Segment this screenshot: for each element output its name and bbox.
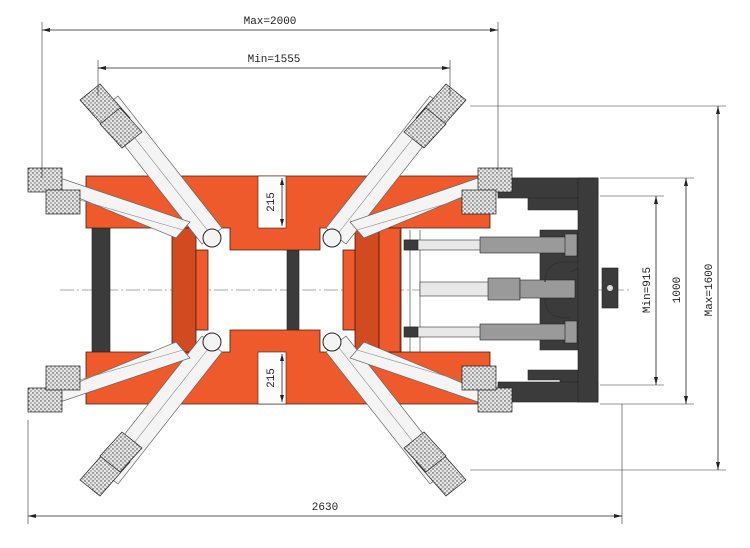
- center-valve: [487, 277, 521, 301]
- dim-max-width: Max=2000: [41, 16, 499, 178]
- top-cylinder: [479, 236, 576, 254]
- gap-bottom-label: 215: [266, 368, 278, 388]
- top-rod-mount: [403, 239, 419, 251]
- pad-far-bottom-right: [403, 431, 467, 497]
- pivot-top-right: [322, 228, 342, 248]
- right-inner-strip: [342, 249, 356, 331]
- left-inner-strip: [195, 249, 209, 331]
- left-base-leg: [91, 227, 111, 354]
- min-height-label: Min=915: [642, 267, 654, 313]
- top-cylinder-cap: [564, 233, 578, 257]
- pivot-bottom-left: [202, 332, 222, 352]
- hydraulic-assembly: [399, 230, 579, 352]
- bottom-cylinder: [479, 323, 576, 341]
- left-cross-member: [171, 227, 197, 353]
- dim-min-width: Min=1555: [97, 54, 451, 96]
- dim-max-height: Max=1600: [470, 105, 726, 471]
- pivot-bottom-right: [322, 332, 342, 352]
- dim-gap-top: 215: [266, 178, 284, 226]
- pad-side-bottom-right: [461, 365, 513, 413]
- right-outer-strip: [378, 227, 402, 353]
- gap-top-label: 215: [266, 192, 278, 212]
- bottom-cylinder-cap: [564, 320, 578, 344]
- right-cross-member: [354, 227, 380, 353]
- center-rod: [419, 281, 491, 297]
- max-width-label: Max=2000: [244, 16, 297, 28]
- pivot-top-left: [202, 228, 222, 248]
- min-width-label: Min=1555: [248, 54, 301, 66]
- center-cylinder: [519, 279, 576, 299]
- frame-right-bar: [577, 177, 599, 403]
- pad-side-bottom-left: [27, 365, 81, 413]
- frame-height-label: 1000: [672, 277, 684, 303]
- total-length-label: 2630: [312, 502, 338, 514]
- pad-side-top-right: [461, 167, 513, 215]
- max-height-label: Max=1600: [704, 264, 716, 317]
- dim-total-length: 2630: [27, 404, 623, 524]
- top-hose: [544, 261, 579, 283]
- bottom-rod-mount: [403, 326, 419, 338]
- handle-bolt: [607, 285, 613, 291]
- pad-far-bottom-left: [79, 431, 143, 497]
- dim-min-height: Min=915: [600, 195, 664, 386]
- bottom-hose: [544, 297, 571, 319]
- dim-frame-height: 1000: [600, 177, 694, 405]
- pad-far-top-left: [79, 83, 143, 149]
- pad-side-top-left: [27, 167, 81, 215]
- dim-gap-bottom: 215: [266, 354, 284, 402]
- pad-far-top-right: [403, 83, 467, 149]
